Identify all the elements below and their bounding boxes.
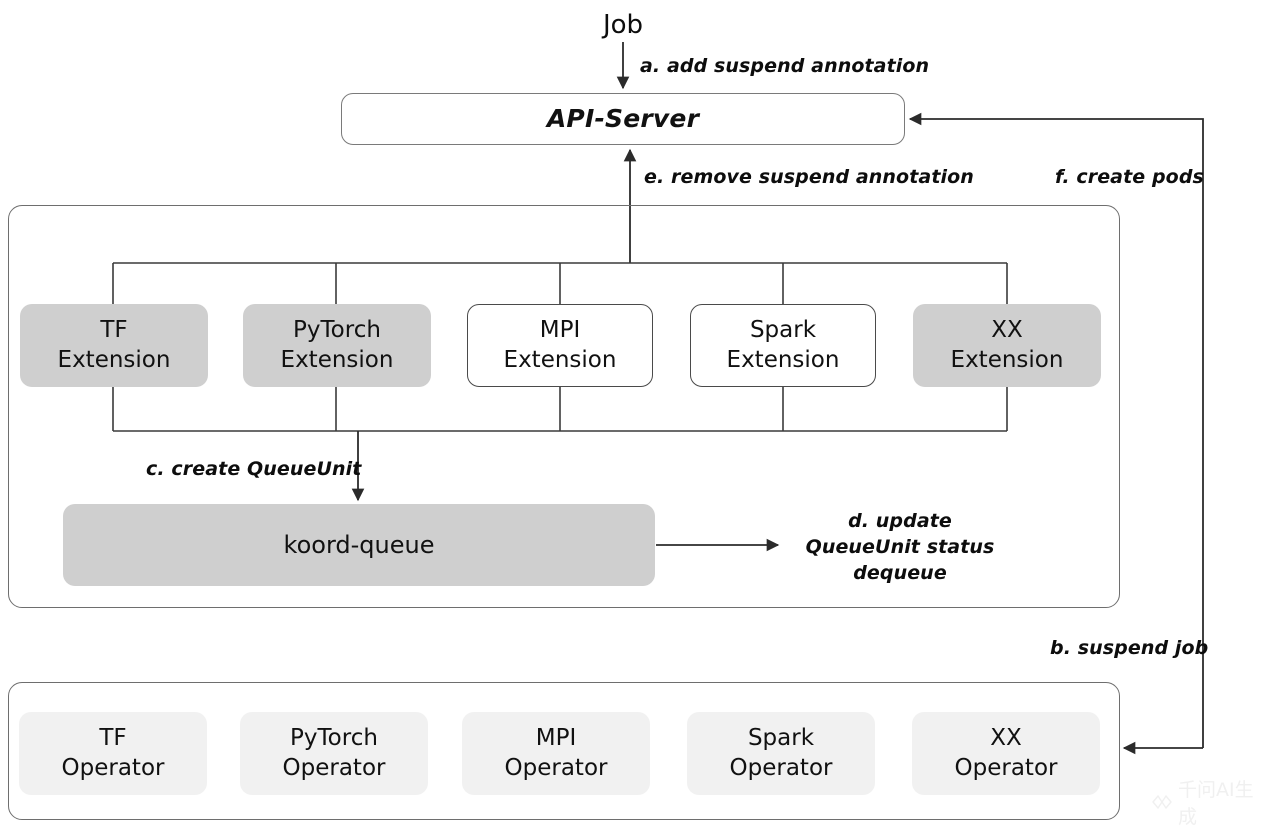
node-tf-extension-label: TF Extension <box>57 317 171 373</box>
extensions-container <box>8 205 1120 608</box>
node-xx-operator[interactable]: XX Operator <box>912 712 1100 795</box>
node-spark-extension[interactable]: Spark Extension <box>690 304 876 387</box>
annotation-f-create-pods: f. create pods <box>1055 166 1204 188</box>
node-api-server[interactable]: API-Server <box>341 93 905 145</box>
node-koord-queue-label: koord-queue <box>283 530 435 559</box>
node-spark-operator-label: Spark Operator <box>729 725 833 781</box>
annotation-e-remove-suspend: e. remove suspend annotation <box>644 166 974 188</box>
node-spark-extension-label: Spark Extension <box>726 317 840 373</box>
annotation-d-update-status: d. update QueueUnit status dequeue <box>805 510 995 585</box>
watermark-text: 千问AI生成 <box>1178 779 1254 828</box>
job-title: Job <box>602 10 644 40</box>
node-xx-extension[interactable]: XX Extension <box>913 304 1101 387</box>
node-pytorch-extension-label: PyTorch Extension <box>280 317 394 373</box>
node-tf-operator[interactable]: TF Operator <box>19 712 207 795</box>
node-api-server-label: API-Server <box>546 104 700 133</box>
node-pytorch-operator-label: PyTorch Operator <box>282 725 386 781</box>
node-mpi-extension-label: MPI Extension <box>503 317 617 373</box>
node-mpi-operator-label: MPI Operator <box>504 725 608 781</box>
node-pytorch-extension[interactable]: PyTorch Extension <box>243 304 431 387</box>
edge-apiserver-to-operators <box>908 112 1204 748</box>
operators-container <box>8 682 1120 820</box>
node-xx-operator-label: XX Operator <box>954 725 1058 781</box>
node-mpi-operator[interactable]: MPI Operator <box>462 712 650 795</box>
node-pytorch-operator[interactable]: PyTorch Operator <box>240 712 428 795</box>
annotation-b-suspend-job: b. suspend job <box>1050 637 1209 659</box>
node-mpi-extension[interactable]: MPI Extension <box>467 304 653 387</box>
watermark-logo-icon <box>1152 793 1172 811</box>
annotation-a-add-suspend: a. add suspend annotation <box>640 55 930 77</box>
watermark: 千问AI生成 <box>1152 775 1267 828</box>
annotation-c-create-queueunit: c. create QueueUnit <box>146 458 362 480</box>
node-spark-operator[interactable]: Spark Operator <box>687 712 875 795</box>
node-xx-extension-label: XX Extension <box>950 317 1064 373</box>
node-koord-queue[interactable]: koord-queue <box>63 504 655 586</box>
node-tf-operator-label: TF Operator <box>61 725 165 781</box>
node-tf-extension[interactable]: TF Extension <box>20 304 208 387</box>
